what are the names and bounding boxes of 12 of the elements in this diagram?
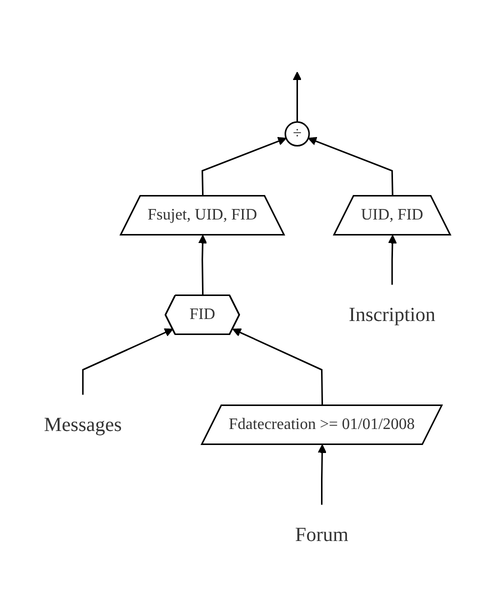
arrow	[293, 72, 302, 122]
arrow	[388, 235, 398, 285]
arrow	[202, 137, 287, 196]
arrow	[198, 235, 208, 296]
node-circle: ÷	[284, 121, 310, 147]
arrow	[318, 444, 327, 505]
node-text: Inscription	[349, 304, 436, 326]
node-text: Forum	[295, 524, 349, 546]
arrow	[308, 137, 394, 196]
node-text: Messages	[44, 414, 122, 436]
arrow	[82, 328, 174, 395]
arrow	[232, 328, 324, 406]
